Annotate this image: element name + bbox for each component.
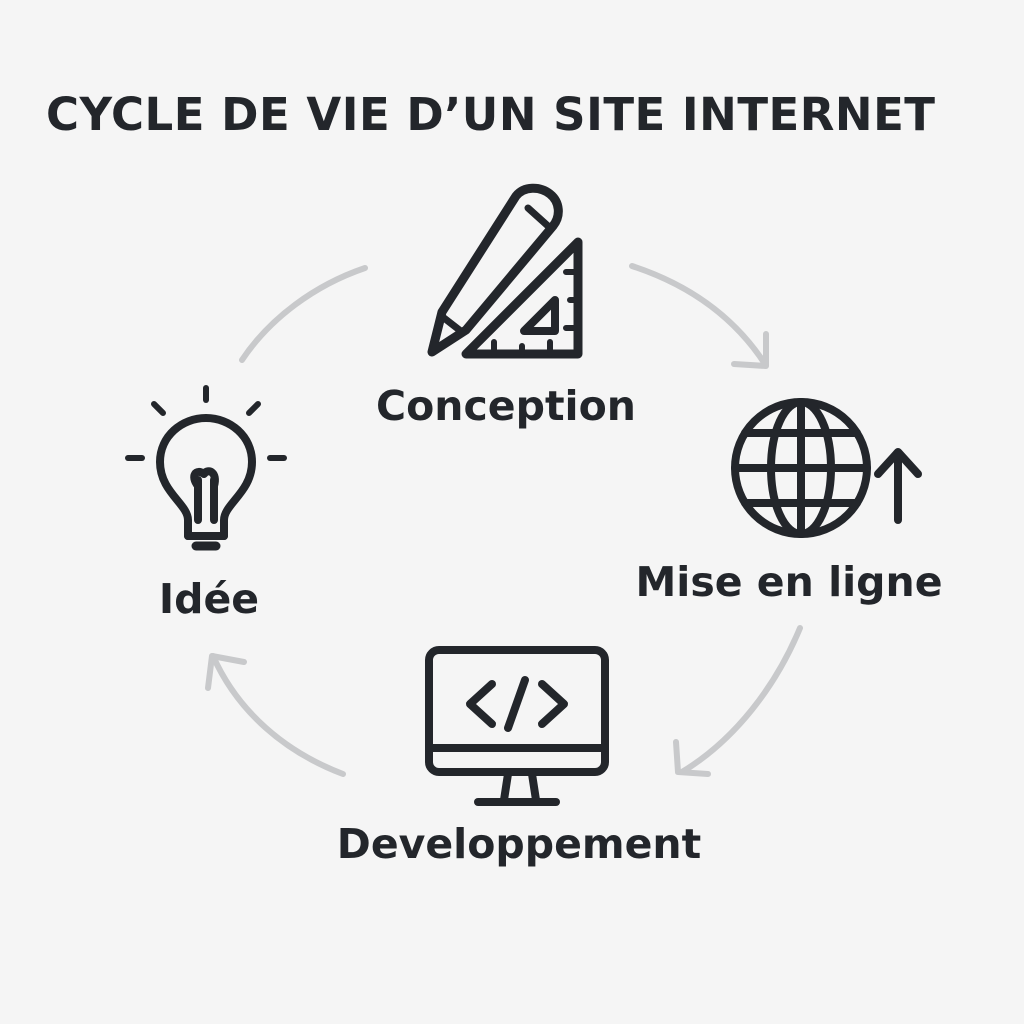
arrow-developpement-to-idee xyxy=(205,653,346,777)
arrow-idee-to-conception xyxy=(239,265,368,363)
step-label-developpement: Developpement xyxy=(336,820,702,868)
lightbulb-icon xyxy=(125,385,287,551)
step-label-mise-en-ligne: Mise en ligne xyxy=(635,558,943,606)
step-label-idee: Idée xyxy=(158,575,260,623)
arrow-mise-en-ligne-to-developpement xyxy=(673,625,803,777)
code-monitor-icon xyxy=(425,646,609,806)
arrow-conception-to-mise-en-ligne xyxy=(629,263,769,369)
cycle-arrows xyxy=(205,263,803,777)
page-title: CYCLE DE VIE D’UN SITE INTERNET xyxy=(46,88,936,141)
globe-upload-icon xyxy=(731,398,922,538)
step-label-conception: Conception xyxy=(376,382,636,430)
pencil-ruler-icon xyxy=(427,183,583,359)
